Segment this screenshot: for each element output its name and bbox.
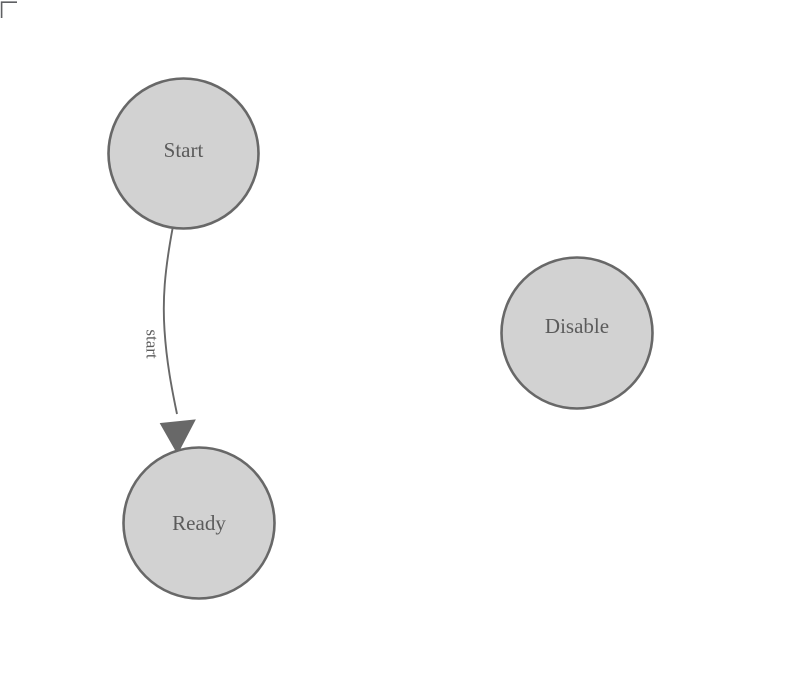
node-start-label: Start bbox=[164, 138, 204, 162]
node-disable[interactable]: Disable bbox=[500, 256, 654, 410]
node-ready-label: Ready bbox=[172, 511, 226, 535]
edge-start-to-ready-arrowhead-icon bbox=[159, 419, 196, 455]
node-start[interactable]: Start bbox=[107, 77, 260, 230]
node-start-circle[interactable] bbox=[107, 77, 260, 230]
node-ready[interactable]: Ready bbox=[122, 446, 276, 600]
edge-start-to-ready-path bbox=[162, 228, 178, 415]
node-disable-label: Disable bbox=[545, 314, 609, 338]
edge-start-to-ready-label: start bbox=[143, 329, 162, 359]
node-ready-circle[interactable] bbox=[122, 446, 276, 600]
selection-corner-mark-icon bbox=[0, 1, 17, 18]
node-disable-circle[interactable] bbox=[500, 256, 654, 410]
edge-start-to-ready[interactable]: start bbox=[143, 228, 196, 455]
